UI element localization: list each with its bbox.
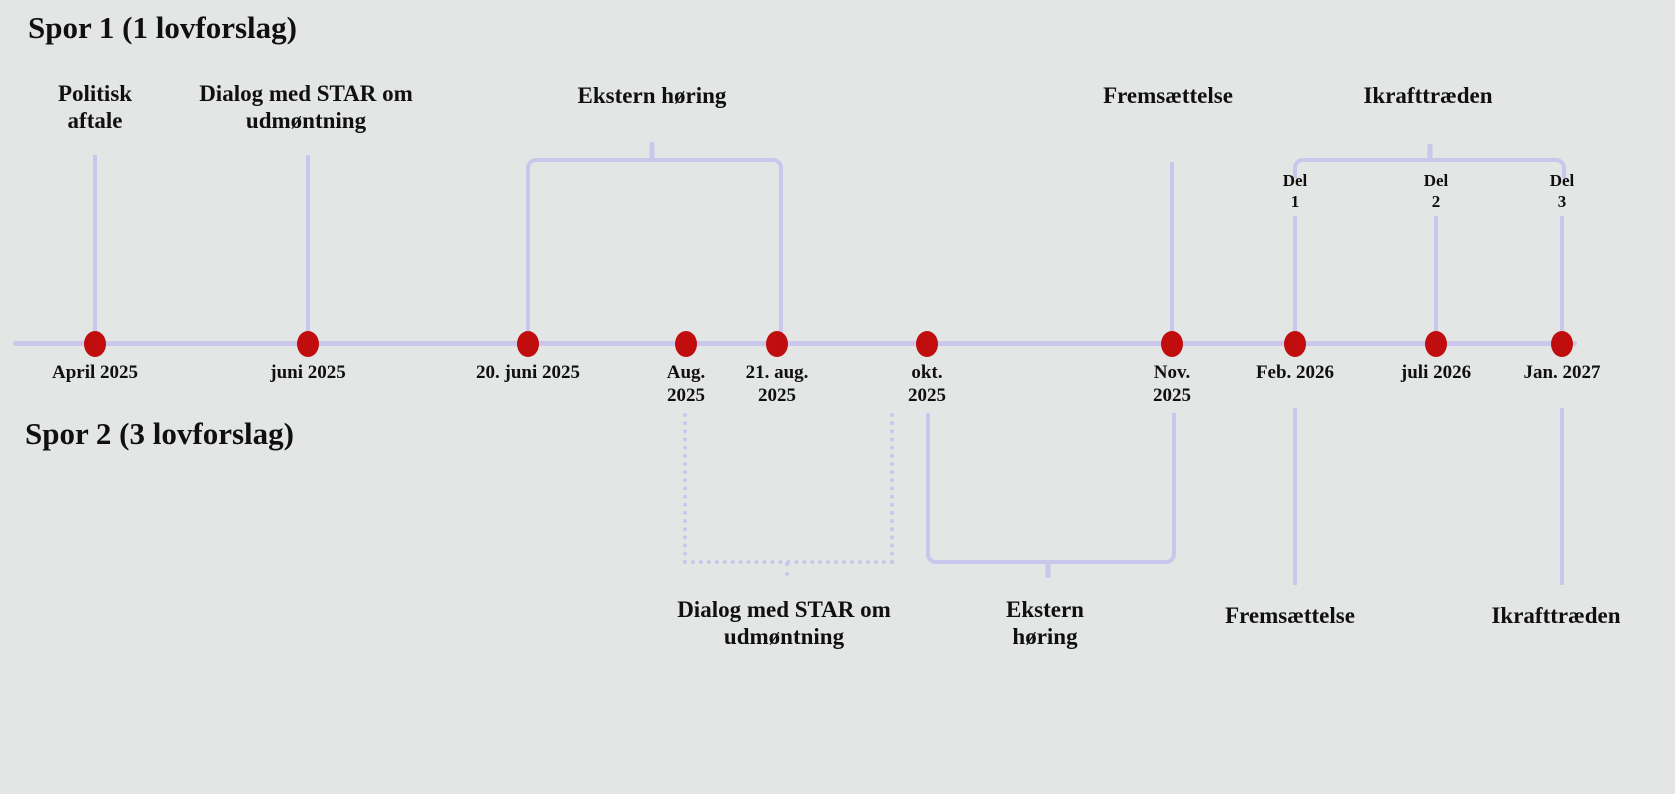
date-label-line: 2025: [908, 385, 946, 406]
tick-ekstern-horing-track1: [649, 142, 655, 159]
track2-title: Spor 2 (3 lovforslag): [25, 416, 294, 451]
timeline-dot: [675, 331, 697, 357]
timeline-dot: [1284, 331, 1306, 357]
date-label: 21. aug.2025: [746, 361, 809, 407]
date-label-line: 2025: [666, 385, 705, 406]
date-label: juni 2025: [270, 361, 346, 384]
date-label-line: juni 2025: [270, 362, 346, 383]
label-del-2-line1: Del: [1423, 171, 1449, 190]
date-label-line: 20. juni 2025: [476, 362, 580, 383]
timeline-dot: [1161, 331, 1183, 357]
label-ekstern-horing-track2-line2: høring: [1012, 624, 1078, 649]
connector-del-3: [1560, 216, 1564, 343]
date-label-line: 2025: [757, 385, 796, 406]
date-label-line: Jan. 2027: [1523, 362, 1601, 383]
timeline-dot: [84, 331, 106, 357]
label-ekstern-horing-track1-line1: Ekstern høring: [577, 83, 727, 108]
bracket-ekstern-horing-track2: [926, 413, 1176, 564]
date-label-line: April 2025: [51, 362, 139, 383]
date-label: 20. juni 2025: [476, 361, 580, 384]
tick-ikrafttraeden-track1: [1427, 144, 1433, 159]
label-dialog-star-track2: Dialog med STAR om udmøntning: [677, 596, 891, 650]
date-label-line: Feb. 2026: [1255, 362, 1335, 383]
label-ekstern-horing-track2: Ekstern høring: [1006, 596, 1084, 650]
timeline-dot: [1425, 331, 1447, 357]
connector-politisk-aftale: [93, 155, 97, 343]
date-label-line: 21. aug.: [745, 362, 809, 383]
connector-del-2: [1434, 216, 1438, 343]
timeline-dot: [517, 331, 539, 357]
label-del-1-line1: Del: [1282, 171, 1308, 190]
date-label: Aug.2025: [667, 361, 706, 407]
timeline-dot: [297, 331, 319, 357]
label-ikrafttraeden-track1: Ikrafttræden: [1363, 82, 1492, 109]
label-fremsaettelse-track2: Fremsættelse: [1225, 602, 1355, 629]
date-label-line: juli 2026: [1400, 362, 1472, 383]
label-politisk-aftale-line1: Politisk: [57, 81, 133, 106]
label-del-2-line2: 2: [1431, 192, 1441, 211]
date-label: juli 2026: [1401, 361, 1471, 384]
timeline-dot: [916, 331, 938, 357]
label-ikrafttraeden-track1-line1: Ikrafttræden: [1363, 83, 1493, 108]
date-label: okt.2025: [908, 361, 946, 407]
bracket-ikrafttraeden-track1: [1293, 158, 1566, 178]
label-politisk-aftale-line2: aftale: [67, 108, 123, 133]
date-label-line: 2025: [1153, 385, 1191, 406]
track1-title: Spor 1 (1 lovforslag): [28, 10, 297, 45]
label-fremsaettelse-track1: Fremsættelse: [1103, 82, 1233, 109]
label-dialog-star-track2-line1: Dialog med STAR om: [677, 597, 891, 622]
label-ekstern-horing-track2-line1: Ekstern: [1006, 597, 1084, 622]
bracket-dialog-star-track2: [683, 413, 894, 564]
date-label: Jan. 2027: [1523, 361, 1600, 384]
timeline-axis: [13, 341, 1577, 346]
date-label: Nov.2025: [1153, 361, 1191, 407]
label-del-1-line2: 1: [1290, 192, 1300, 211]
label-del-3: Del 3: [1550, 170, 1575, 212]
bracket-ekstern-horing-track1: [526, 158, 783, 347]
label-fremsaettelse-track1-line1: Fremsættelse: [1103, 83, 1233, 108]
label-fremsaettelse-track2-line1: Fremsættelse: [1225, 603, 1355, 628]
label-del-3-line2: 3: [1557, 192, 1567, 211]
label-politisk-aftale: Politisk aftale: [58, 80, 132, 134]
connector-fremsaettelse-track2: [1293, 408, 1297, 585]
timeline-dot: [766, 331, 788, 357]
label-del-1: Del 1: [1283, 170, 1308, 212]
label-dialog-star-track2-line2: udmøntning: [723, 624, 845, 649]
label-dialog-star-track1-line1: Dialog med STAR om: [199, 81, 413, 106]
label-dialog-star-track1-line2: udmøntning: [245, 108, 367, 133]
date-label-line: okt.: [911, 362, 943, 383]
tick-dialog-star-track2: [785, 562, 789, 576]
tick-ekstern-horing-track2: [1045, 560, 1051, 578]
label-dialog-star-track1: Dialog med STAR om udmøntning: [199, 80, 413, 134]
label-del-3-line1: Del: [1549, 171, 1575, 190]
date-label: April 2025: [52, 361, 138, 384]
timeline-dot: [1551, 331, 1573, 357]
date-label: Feb. 2026: [1256, 361, 1334, 384]
connector-fremsaettelse-track1: [1170, 162, 1174, 343]
label-ikrafttraeden-track2-line1: Ikrafttræden: [1491, 603, 1621, 628]
date-label-line: Aug.: [666, 362, 706, 383]
connector-del-1: [1293, 216, 1297, 343]
label-ikrafttraeden-track2: Ikrafttræden: [1491, 602, 1620, 629]
date-label-line: Nov.: [1153, 362, 1191, 383]
label-ekstern-horing-track1: Ekstern høring: [578, 82, 727, 109]
connector-dialog-star-track1: [306, 155, 310, 343]
label-del-2: Del 2: [1424, 170, 1449, 212]
connector-ikrafttraeden-track2: [1560, 408, 1564, 585]
